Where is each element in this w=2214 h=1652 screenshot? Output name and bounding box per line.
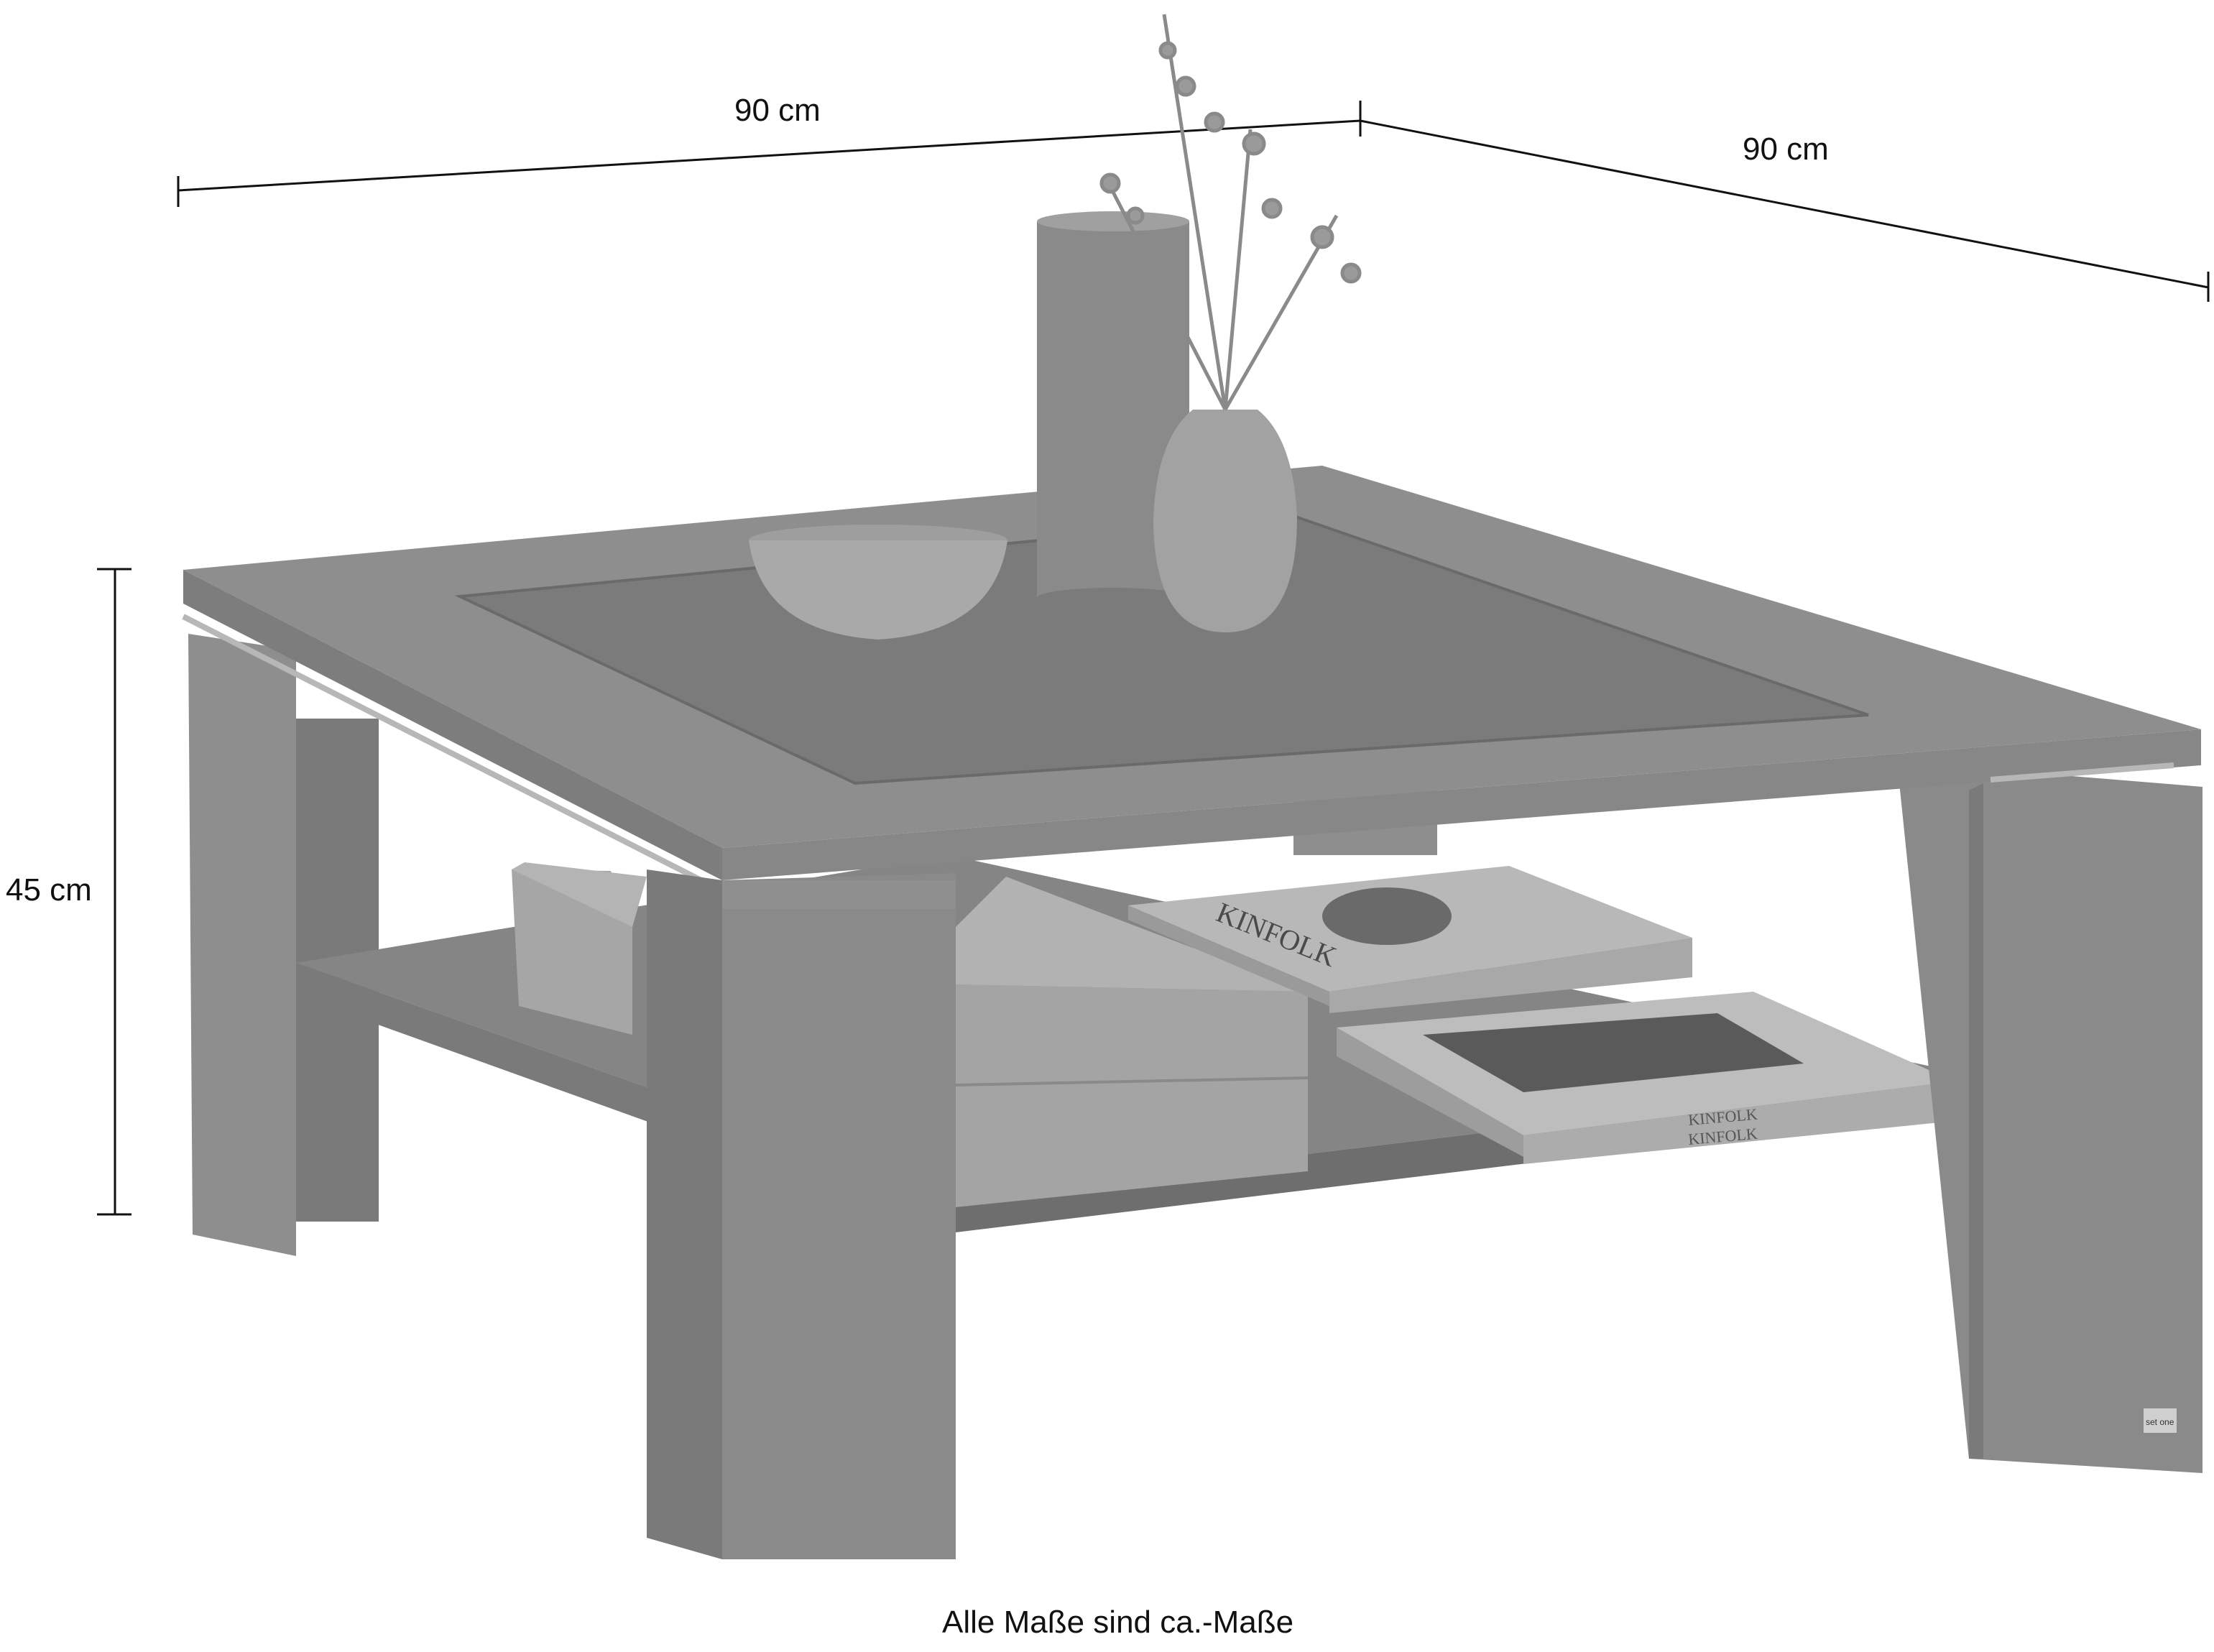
leg-front-right: set one <box>1897 762 2203 1473</box>
book-stack-front: KINFOLK KINFOLK <box>1337 992 1955 1164</box>
book-stack-back: KINFOLK <box>1128 866 1692 1013</box>
caption-text: Alle Maße sind ca.-Maße <box>942 1605 1293 1640</box>
tabletop-right-edge <box>722 729 2201 880</box>
width-dimension-line <box>177 119 1361 192</box>
brand-logo: set one <box>2146 1417 2174 1427</box>
leg-back-left <box>188 634 296 1256</box>
brand-logo-plate <box>2144 1408 2177 1433</box>
storage-box-front <box>955 877 1309 1207</box>
plant-sprigs <box>1099 14 1362 411</box>
width-label: 90 cm <box>734 93 821 128</box>
small-vase <box>1153 410 1297 632</box>
depth-dimension-line <box>1360 119 2209 289</box>
decorative-bowl <box>749 525 1007 640</box>
depth-label: 90 cm <box>1743 131 1829 167</box>
height-label: 45 cm <box>6 872 92 908</box>
tabletop-front-edge <box>183 570 722 880</box>
leg-front-left <box>647 869 956 1559</box>
storage-box-left <box>512 862 647 1035</box>
dimension-lines <box>97 101 2210 1216</box>
